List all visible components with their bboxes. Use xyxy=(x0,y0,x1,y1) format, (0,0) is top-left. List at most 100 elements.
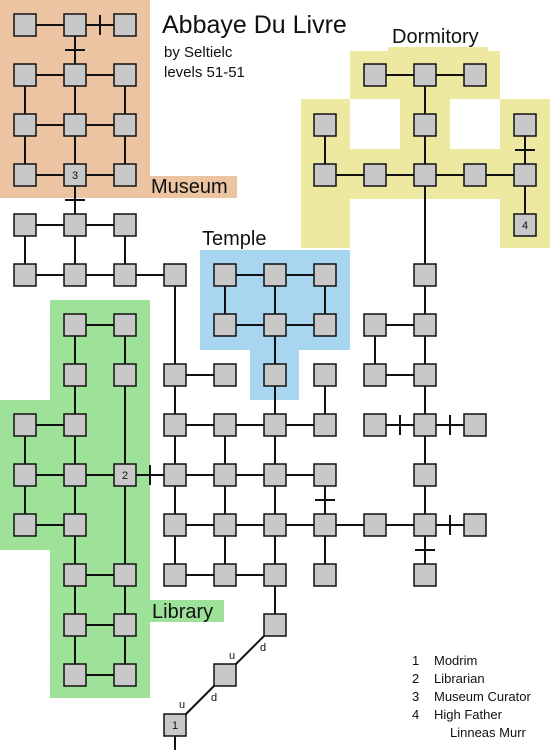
room xyxy=(363,513,387,537)
room-number: 4 xyxy=(522,220,528,232)
room xyxy=(63,363,87,387)
legend-number: 3 xyxy=(412,689,420,704)
room xyxy=(213,513,237,537)
room xyxy=(113,363,137,387)
room xyxy=(313,563,337,587)
room xyxy=(63,13,87,37)
room xyxy=(413,363,437,387)
room xyxy=(413,263,437,287)
room xyxy=(463,513,487,537)
room xyxy=(63,663,87,687)
zone-museum-label-tab xyxy=(150,176,237,198)
room xyxy=(263,613,287,637)
legend-name: Museum Curator xyxy=(434,689,531,704)
room xyxy=(263,513,287,537)
room xyxy=(163,413,187,437)
room xyxy=(163,263,187,287)
room xyxy=(263,263,287,287)
room xyxy=(313,113,337,137)
zone-library xyxy=(0,300,224,698)
room xyxy=(363,363,387,387)
legend-item: 3 Museum Curator xyxy=(412,689,550,707)
room xyxy=(263,463,287,487)
room xyxy=(13,463,37,487)
room xyxy=(313,313,337,337)
legend-number: 4 xyxy=(412,707,420,722)
stair-label-layer: u d u d xyxy=(179,642,266,711)
room xyxy=(313,163,337,187)
stair-label: d xyxy=(211,692,217,704)
room xyxy=(213,563,237,587)
numbered-room: 2 xyxy=(113,463,137,487)
legend-name: High Father xyxy=(434,707,502,722)
room xyxy=(113,213,137,237)
room xyxy=(113,63,137,87)
room xyxy=(213,313,237,337)
room-number: 3 xyxy=(72,170,78,182)
room-layer: 3 4 2 1 xyxy=(13,13,537,737)
room xyxy=(13,513,37,537)
stair-label: u xyxy=(229,650,235,662)
room xyxy=(263,363,287,387)
room xyxy=(463,63,487,87)
legend-name: Librarian xyxy=(434,671,485,686)
legend-number: 1 xyxy=(412,653,420,668)
room xyxy=(163,463,187,487)
room xyxy=(213,663,237,687)
room xyxy=(63,413,87,437)
legend-number: 2 xyxy=(412,671,420,686)
zone-label-museum: Museum xyxy=(151,176,228,198)
room xyxy=(213,363,237,387)
legend-item: 4 High Father xyxy=(412,707,550,725)
room xyxy=(113,263,137,287)
room xyxy=(163,363,187,387)
room-number: 2 xyxy=(122,470,128,482)
room xyxy=(13,213,37,237)
dormitory-gap xyxy=(350,99,400,149)
room xyxy=(363,163,387,187)
room-number: 1 xyxy=(172,720,178,732)
room xyxy=(13,413,37,437)
room xyxy=(63,63,87,87)
numbered-room: 3 xyxy=(63,163,87,187)
zone-label-temple: Temple xyxy=(202,228,267,250)
room xyxy=(313,463,337,487)
room xyxy=(513,113,537,137)
stair-label: u xyxy=(179,699,185,711)
room xyxy=(313,363,337,387)
room xyxy=(513,163,537,187)
room xyxy=(463,163,487,187)
legend-name: Modrim xyxy=(434,653,478,668)
room xyxy=(313,413,337,437)
legend-item: Linneas Murr xyxy=(412,725,550,743)
room xyxy=(213,463,237,487)
room xyxy=(413,413,437,437)
numbered-room: 4 xyxy=(513,213,537,237)
room xyxy=(313,513,337,537)
room xyxy=(213,263,237,287)
legend-name-continuation: Linneas Murr xyxy=(450,725,526,740)
room xyxy=(363,63,387,87)
room xyxy=(163,513,187,537)
map-author: by Seltielc xyxy=(164,44,233,61)
room xyxy=(63,513,87,537)
room xyxy=(13,163,37,187)
dormitory-gap xyxy=(450,99,500,149)
room xyxy=(413,313,437,337)
map-levels: levels 51-51 xyxy=(164,64,245,81)
stair-label: d xyxy=(260,642,266,654)
zone-label-dormitory: Dormitory xyxy=(392,26,479,48)
room xyxy=(63,113,87,137)
legend: 1 Modrim 2 Librarian 3 Museum Curator 4 … xyxy=(412,653,550,743)
room xyxy=(213,413,237,437)
room xyxy=(13,13,37,37)
room xyxy=(363,313,387,337)
room xyxy=(63,613,87,637)
room xyxy=(263,413,287,437)
room xyxy=(413,63,437,87)
room xyxy=(63,463,87,487)
room xyxy=(13,263,37,287)
room xyxy=(363,413,387,437)
room xyxy=(63,213,87,237)
